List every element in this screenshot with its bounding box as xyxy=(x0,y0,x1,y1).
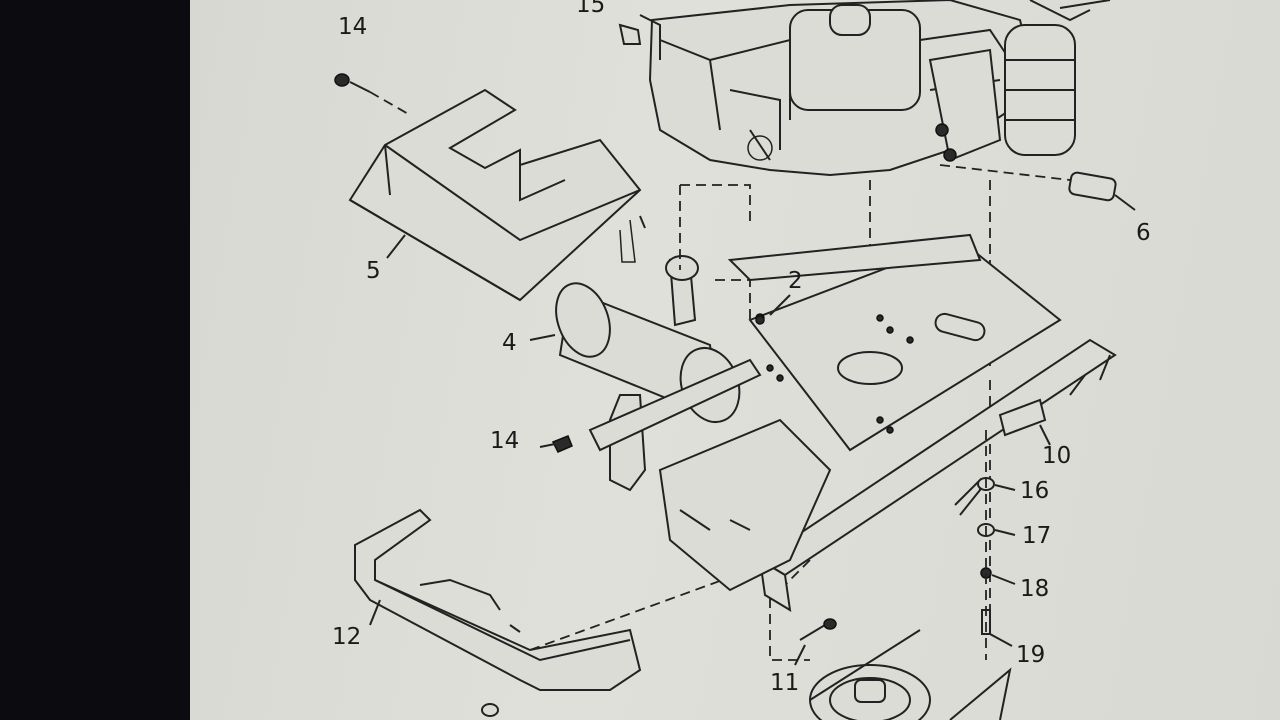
callout-12: 12 xyxy=(332,624,362,650)
heat-shield-5 xyxy=(348,88,646,302)
callout-19: 19 xyxy=(1016,642,1046,668)
bumper-12 xyxy=(354,508,642,691)
frame-rail xyxy=(588,338,1117,612)
callout-10: 10 xyxy=(1042,443,1072,469)
callout-15: 15 xyxy=(576,0,606,18)
chassis-plate xyxy=(727,233,1062,452)
callout-5: 5 xyxy=(366,258,381,284)
sensor-6 xyxy=(939,164,1136,211)
callout-6: 6 xyxy=(1136,220,1151,246)
callout-16: 16 xyxy=(1020,478,1050,504)
bolt-14-top xyxy=(334,73,411,116)
bolt-14-mid xyxy=(539,435,573,453)
exploded-parts-diagram xyxy=(334,0,1136,720)
callout-17: 17 xyxy=(1022,523,1052,549)
monitor-screen: 14 15 5 6 2 4 14 10 16 17 18 12 19 11 xyxy=(190,0,1280,720)
callout-4: 4 xyxy=(502,330,517,356)
pulley xyxy=(809,629,1012,720)
leader-lines xyxy=(369,234,1051,626)
washer-bottom xyxy=(481,703,499,717)
callout-14-mid: 14 xyxy=(490,428,520,454)
callout-14-top: 14 xyxy=(338,14,368,40)
bolt-15 xyxy=(618,23,642,45)
hardware-stack xyxy=(954,430,1016,660)
nut-2 xyxy=(755,315,765,325)
bolt-11 xyxy=(794,618,837,666)
callout-2: 2 xyxy=(788,268,803,294)
engine-assembly xyxy=(639,0,1111,177)
callout-11: 11 xyxy=(770,670,800,696)
callout-18: 18 xyxy=(1020,576,1050,602)
